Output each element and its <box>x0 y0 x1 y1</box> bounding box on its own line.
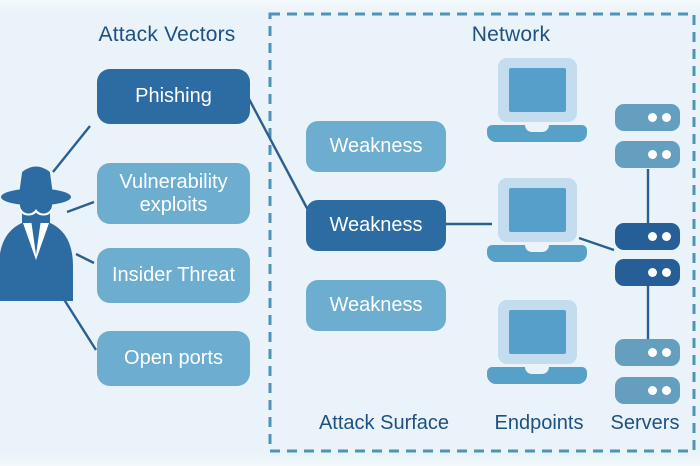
endpoint-laptop-icon-1 <box>487 58 587 142</box>
spy-attacker-icon <box>0 166 73 301</box>
vector-box-open-ports: Open ports <box>97 331 250 386</box>
line-phishing-weakness <box>247 98 311 213</box>
servers-label: Servers <box>610 412 680 434</box>
server-icon-3-compromised <box>615 223 680 250</box>
weakness-box-1: Weakness <box>306 121 446 172</box>
vector-box-insider-threat: Insider Threat <box>97 248 250 303</box>
endpoints-label: Endpoints <box>494 412 584 434</box>
weakness-box-3: Weakness <box>306 280 446 331</box>
endpoint-laptop-icon-2 <box>487 178 587 262</box>
server-icon-1 <box>615 104 680 131</box>
attack-vectors-title: Attack Vectors <box>98 23 236 46</box>
line-attacker-vulnerability <box>66 200 95 214</box>
network-title: Network <box>471 23 551 46</box>
endpoint-laptop-icon-3 <box>487 300 587 384</box>
server-icon-5 <box>615 339 680 366</box>
attack-surface-label: Attack Surface <box>318 412 450 434</box>
line-attacker-phishing <box>52 125 91 173</box>
weakness-box-2-exploited: Weakness <box>306 200 446 251</box>
vector-box-vulnerability-exploits: Vulnerability exploits <box>97 163 250 224</box>
line-attacker-insider <box>75 252 95 265</box>
server-icon-6 <box>615 377 680 404</box>
server-icon-2 <box>615 141 680 168</box>
network-boundary-dashed-box <box>268 12 696 453</box>
vector-box-phishing: Phishing <box>97 69 250 124</box>
server-icon-4-compromised <box>615 259 680 286</box>
line-endpoint-server <box>578 236 615 252</box>
